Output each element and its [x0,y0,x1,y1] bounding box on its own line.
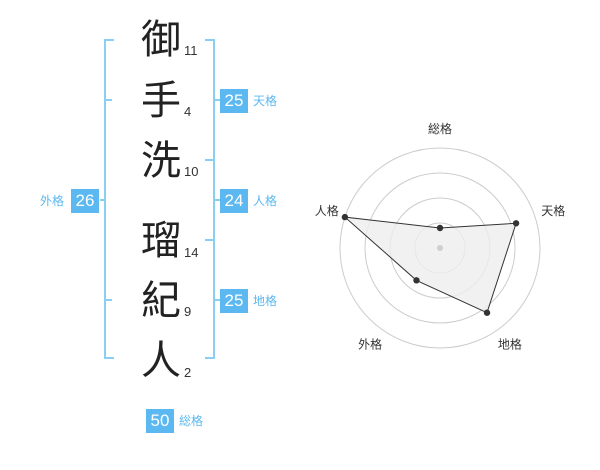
gaikaku-bracket [100,39,114,359]
name-char-1: 御 [141,17,181,63]
name-char-3: 洗 [141,138,181,184]
name-char-5: 紀 [141,278,181,324]
radar-axis-label-5: 人格 [315,203,339,218]
radar-ring-4 [339,147,541,349]
radar-point-1 [436,224,444,232]
stroke-count-4: 14 [184,245,199,260]
stroke-count-6: 2 [184,365,192,380]
chikaku-bracket [205,239,221,359]
gaikaku-value-badge: 26 [71,189,99,213]
jinkaku-value-badge: 24 [220,189,248,213]
radar-axis-label-2: 天格 [541,203,565,218]
radar-ring-3 [364,172,516,324]
radar-series-polygon [343,216,517,314]
stroke-count-1: 11 [184,43,198,58]
name-char-6: 人 [141,338,181,384]
name-char-2: 手 [141,78,181,124]
soukaku-label: 総格 [179,414,204,428]
radar-center-dot [437,245,443,251]
stroke-count-3: 10 [184,164,199,179]
stroke-count-2: 4 [184,104,192,119]
radar-point-5 [341,213,349,221]
jinkaku-label: 人格 [253,194,278,208]
chikaku-value-badge: 25 [220,289,248,313]
gaikaku-label: 外格 [40,194,65,208]
radar-point-2 [512,220,520,227]
radar-axis-label-4: 外格 [358,336,382,351]
stroke-count-5: 9 [184,304,192,319]
chikaku-label: 地格 [253,294,278,308]
radar-point-4 [413,277,420,284]
name-char-4: 瑠 [141,218,181,264]
tenkaku-label: 天格 [253,94,278,108]
tenkaku-value-badge: 25 [220,89,248,113]
radar-axis-label-3: 地格 [498,336,522,351]
radar-point-3 [483,309,491,316]
radar-axis-label-1: 総格 [428,121,452,136]
soukaku-value-badge: 50 [146,409,174,433]
